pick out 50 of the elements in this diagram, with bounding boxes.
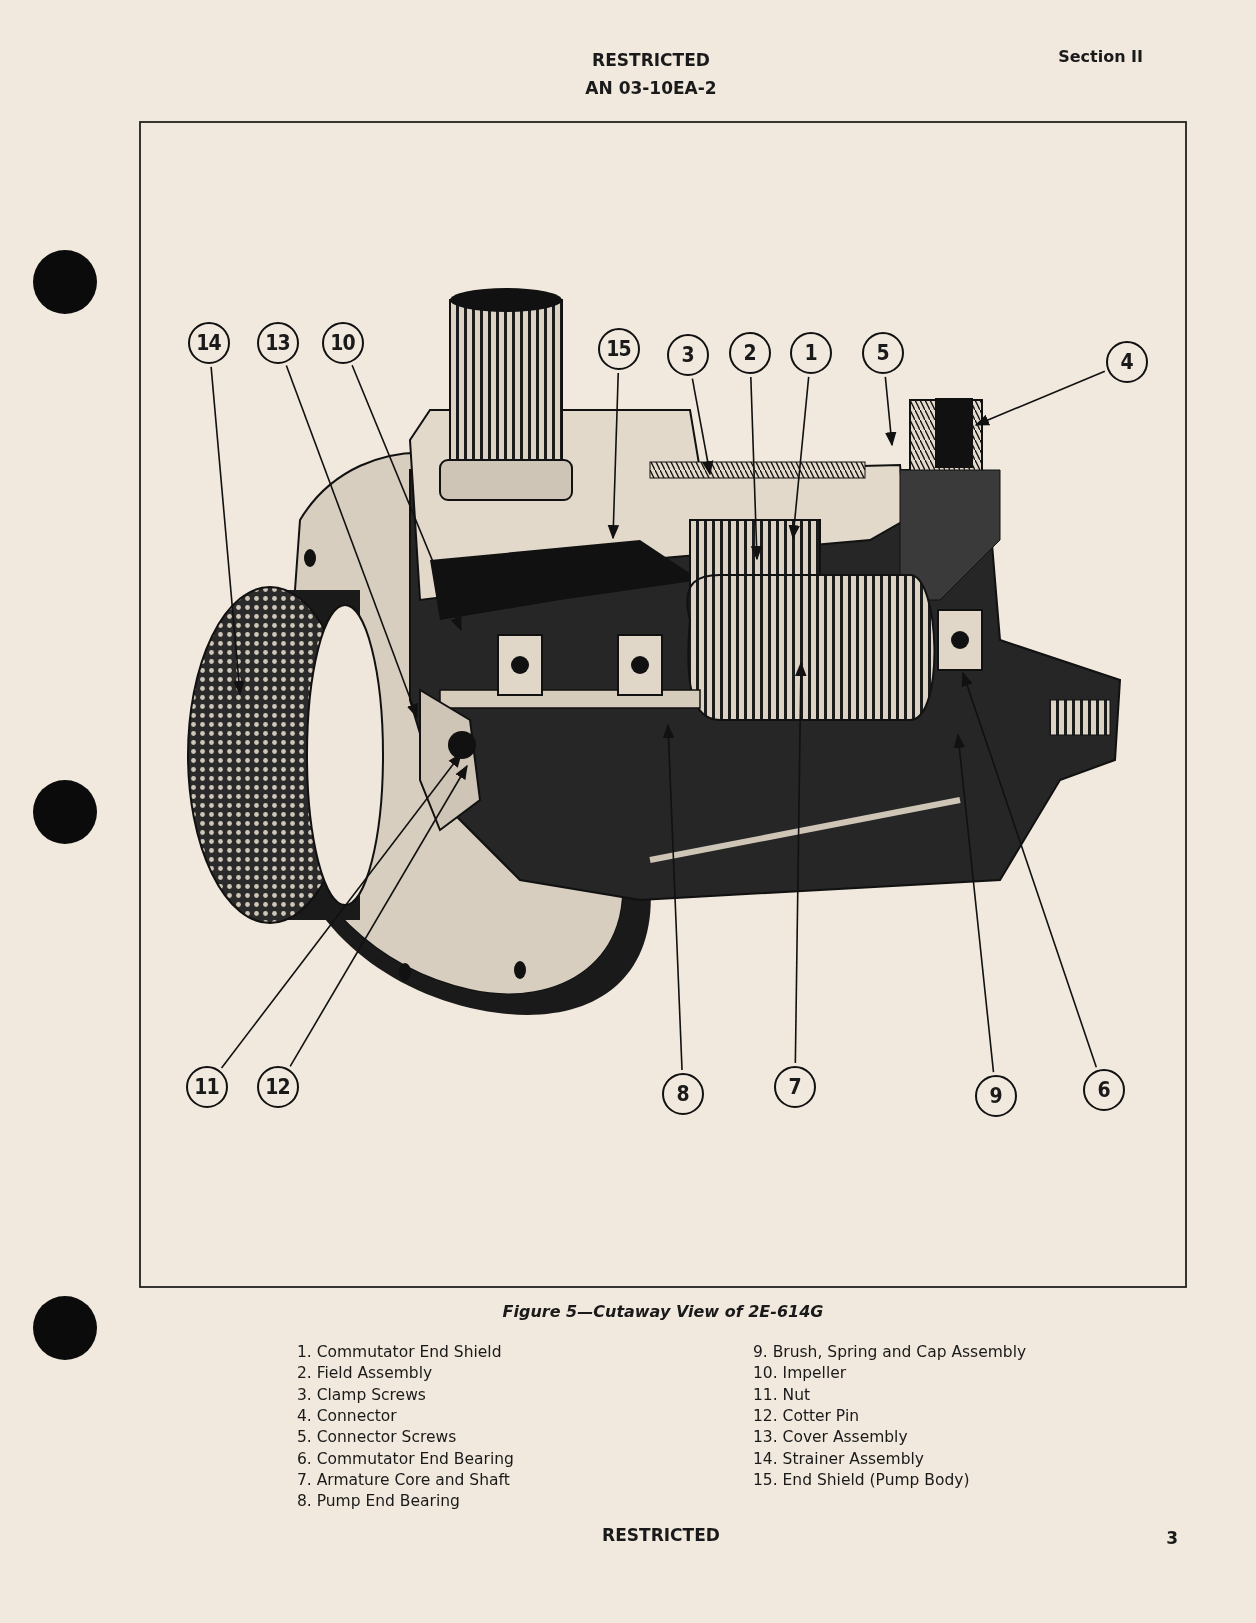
leader-line bbox=[351, 364, 462, 632]
callout-number: 10 bbox=[321, 321, 364, 364]
callout-number: 13 bbox=[256, 321, 299, 364]
leader-line bbox=[285, 364, 418, 719]
parts-list-item: 10. Impeller bbox=[753, 1364, 847, 1383]
callout-number: 12 bbox=[256, 1065, 299, 1108]
section-label: Section II bbox=[1058, 47, 1143, 66]
leader-line bbox=[750, 376, 763, 561]
leader-line bbox=[974, 370, 1106, 426]
leader-line bbox=[788, 376, 810, 540]
callout-number: 4 bbox=[1105, 340, 1148, 383]
callout-number: 9 bbox=[974, 1074, 1017, 1117]
callout-number: 11 bbox=[185, 1065, 228, 1108]
parts-list-item: 9. Brush, Spring and Cap Assembly bbox=[753, 1343, 1027, 1361]
leader-line bbox=[662, 723, 683, 1071]
callout-number: 3 bbox=[666, 333, 709, 376]
callout-number: 7 bbox=[773, 1065, 816, 1108]
parts-list-item: 4. Connector bbox=[297, 1406, 397, 1425]
leader-line bbox=[607, 372, 620, 540]
parts-list-item: 8. Pump End Bearing bbox=[297, 1492, 460, 1511]
callout-number: 6 bbox=[1082, 1068, 1125, 1111]
parts-list-item: 5. Connector Screws bbox=[297, 1428, 457, 1447]
leader-line bbox=[210, 366, 245, 696]
callout-number: 15 bbox=[597, 327, 640, 370]
parts-list-item: 11. Nut bbox=[753, 1385, 811, 1404]
figure-caption: Figure 5—Cutaway View of 2E-614G bbox=[502, 1302, 824, 1321]
leader-line bbox=[289, 764, 468, 1068]
page-number: 3 bbox=[1166, 1528, 1178, 1548]
callout-number: 8 bbox=[661, 1072, 704, 1115]
parts-list-item: 15. End Shield (Pump Body) bbox=[753, 1470, 970, 1489]
leader-line bbox=[691, 377, 714, 476]
parts-list-item: 13. Cover Assembly bbox=[753, 1428, 908, 1447]
header-text: AN 03-10EA-2 bbox=[585, 78, 717, 98]
callout-number: 2 bbox=[728, 331, 771, 374]
header-text: RESTRICTED bbox=[592, 50, 710, 70]
header-text: RESTRICTED bbox=[602, 1525, 720, 1545]
parts-list-item: 6. Commutator End Bearing bbox=[297, 1449, 514, 1468]
parts-list-item: 7. Armature Core and Shaft bbox=[297, 1470, 510, 1489]
callout-number: 5 bbox=[861, 331, 904, 374]
leader-line bbox=[953, 733, 995, 1073]
leader-line bbox=[794, 661, 807, 1064]
callout-number: 14 bbox=[187, 321, 230, 364]
parts-list-item: 3. Clamp Screws bbox=[297, 1385, 426, 1404]
parts-list-item: 14. Strainer Assembly bbox=[753, 1449, 925, 1468]
leader-line bbox=[884, 376, 897, 447]
parts-list-item: 12. Cotter Pin bbox=[753, 1406, 859, 1425]
parts-list-item: 1. Commutator End Shield bbox=[297, 1343, 502, 1361]
callout-number: 1 bbox=[789, 331, 832, 374]
leader-line bbox=[961, 671, 1098, 1069]
parts-list-item: 2. Field Assembly bbox=[297, 1364, 433, 1383]
